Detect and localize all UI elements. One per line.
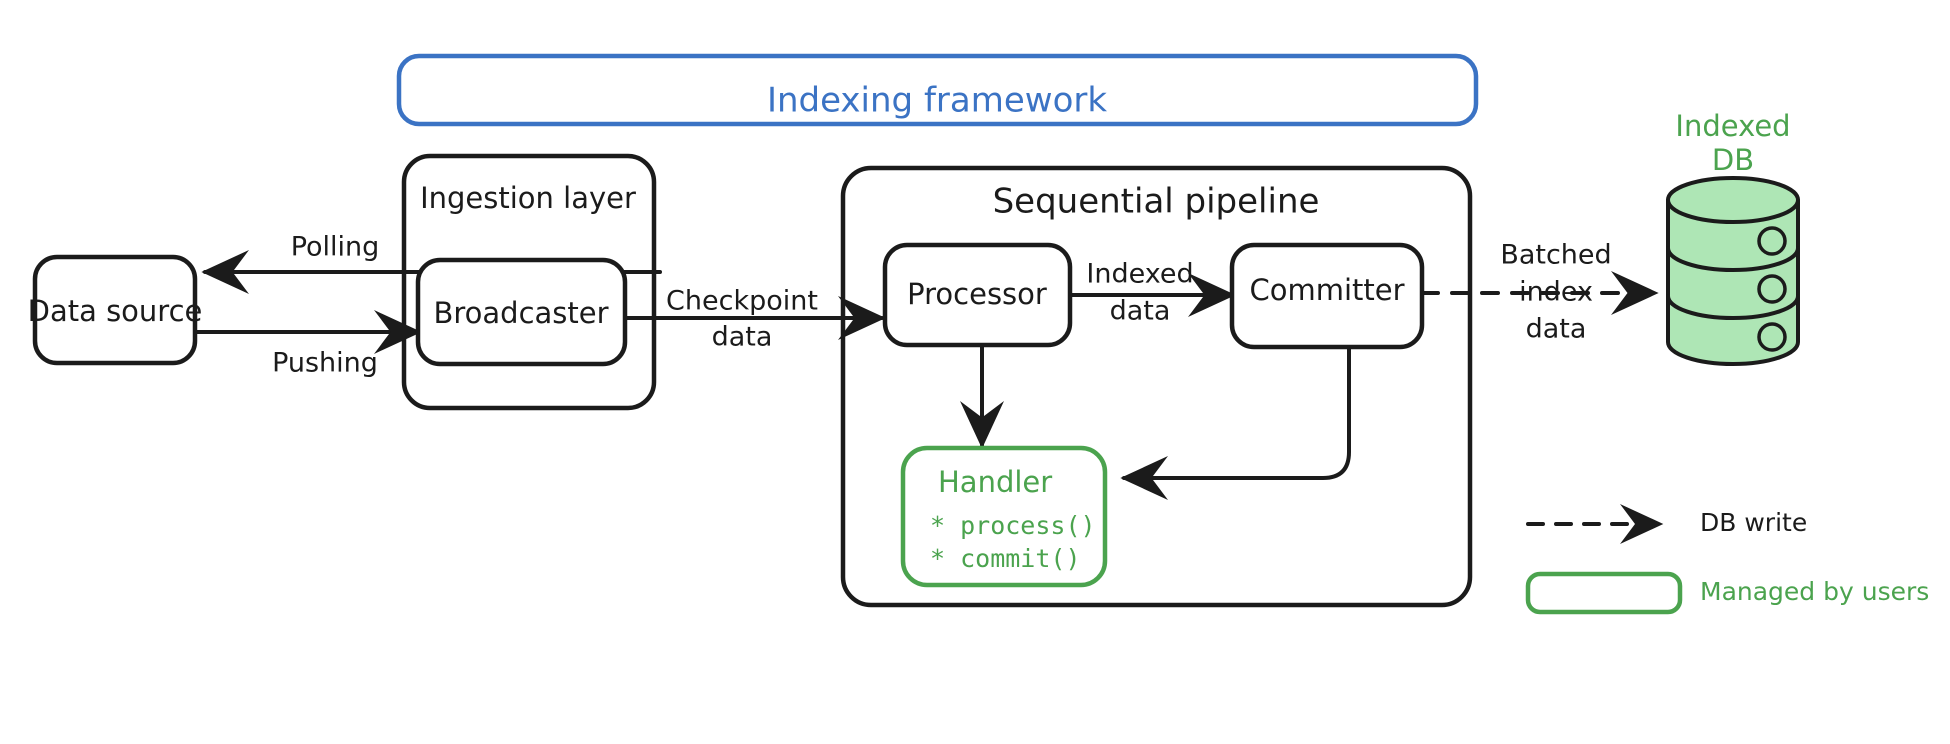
edge-batched-index-data: Batched index data — [1420, 240, 1659, 345]
edge-pushing: Pushing — [193, 310, 422, 379]
edge-indexed-data-label-2: data — [1110, 296, 1171, 327]
legend-item-managed-by-users: Managed by users — [1525, 571, 1929, 615]
edge-indexed-data-label-1: Indexed — [1086, 259, 1193, 290]
edge-batched-index-data-label-2: index — [1519, 277, 1593, 308]
edge-batched-index-data-label-3: data — [1526, 314, 1587, 345]
node-data-source-box[interactable] — [32, 254, 198, 366]
node-handler-box[interactable] — [900, 445, 1108, 588]
node-indexed-db-indicator-3 — [1757, 322, 1787, 352]
legend-db-write-label: DB write — [1700, 508, 1807, 537]
node-indexed-db-top-fill — [1668, 178, 1798, 222]
legend-green-box-icon — [1525, 571, 1683, 615]
node-handler-label: Handler — [938, 465, 1052, 499]
node-data-source-label: Data source — [28, 294, 203, 328]
legend-item-db-write: DB write — [1526, 504, 1807, 544]
legend-managed-by-users-label: Managed by users — [1700, 577, 1929, 606]
node-broadcaster[interactable]: Broadcaster — [415, 257, 628, 367]
node-indexed-db-divider-1 — [1666, 246, 1800, 272]
node-indexed-db-body-outline — [1666, 198, 1800, 366]
edge-checkpoint-data: Checkpoint data — [623, 286, 886, 353]
legend: DB write Managed by users — [1525, 504, 1929, 615]
node-indexed-db[interactable]: Indexed DB — [1666, 109, 1800, 366]
node-indexed-db-indicator-1 — [1757, 226, 1787, 256]
edge-polling-label: Polling — [291, 232, 380, 263]
edge-committer-handler — [1120, 345, 1351, 500]
edge-checkpoint-data-label-2: data — [712, 322, 773, 353]
node-broadcaster-label: Broadcaster — [433, 296, 608, 330]
edge-committer-handler-line — [1120, 345, 1351, 500]
edge-checkpoint-data-label-1: Checkpoint — [666, 286, 818, 317]
node-processor-label: Processor — [907, 277, 1047, 311]
sequential-pipeline-label: Sequential pipeline — [993, 182, 1320, 222]
node-broadcaster-box[interactable] — [415, 257, 628, 367]
node-committer[interactable]: Committer — [1229, 242, 1425, 350]
indexing-framework-border — [396, 53, 1479, 127]
node-committer-box[interactable] — [1229, 242, 1425, 350]
ingestion-layer-label: Ingestion layer — [420, 181, 636, 215]
node-indexed-db-divider-2 — [1666, 294, 1800, 320]
node-indexed-db-top-outline — [1666, 176, 1800, 224]
edge-batched-index-data-label-1: Batched — [1500, 240, 1611, 271]
handler-method-commit: * commit() — [930, 544, 1081, 573]
node-indexed-db-label-2: DB — [1712, 143, 1754, 177]
node-processor[interactable]: Processor — [882, 242, 1073, 348]
indexing-framework-frame: Indexing framework — [396, 53, 1479, 127]
node-handler[interactable]: Handler * process() * commit() — [900, 445, 1108, 588]
node-processor-box[interactable] — [882, 242, 1073, 348]
edge-pushing-label: Pushing — [272, 348, 378, 379]
node-indexed-db-label-1: Indexed — [1675, 109, 1790, 143]
edge-indexed-data: Indexed data — [1068, 259, 1236, 327]
node-committer-label: Committer — [1249, 273, 1404, 307]
indexing-framework-label: Indexing framework — [767, 81, 1107, 121]
node-data-source[interactable]: Data source — [28, 254, 203, 366]
node-indexed-db-indicator-2 — [1757, 274, 1787, 304]
node-indexed-db-body-fill — [1668, 200, 1798, 364]
handler-method-process: * process() — [930, 511, 1096, 540]
